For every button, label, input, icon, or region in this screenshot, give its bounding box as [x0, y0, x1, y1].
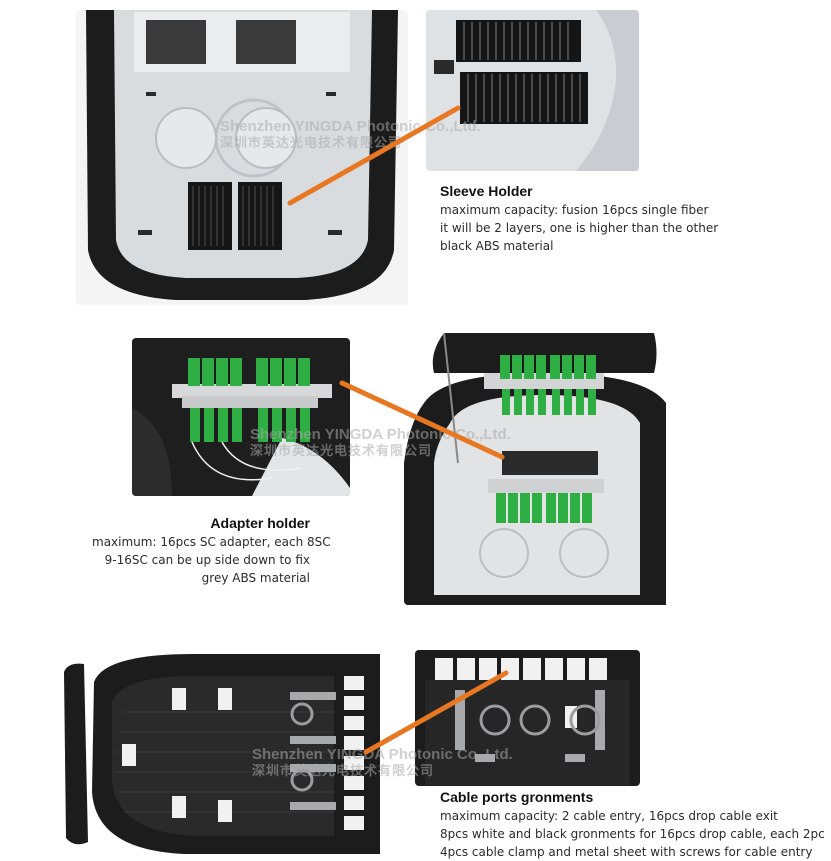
adapter-holder-caption: Adapter holder maximum: 16pcs SC adapter…: [92, 514, 331, 587]
adapter-holder-spec-line: 9-16SC can be up side down to fix: [104, 553, 310, 567]
photo-sleeve-holder-tray: [76, 10, 408, 305]
cable-ports-title: Cable ports gronments: [440, 789, 594, 805]
photo-cable-ports-closeup: [415, 650, 640, 786]
adapter-holder-closeup-illustration: [132, 338, 350, 496]
cable-ports-spec-line: maximum capacity: 2 cable entry, 16pcs d…: [440, 809, 778, 823]
cable-ports-box-illustration: [64, 652, 386, 854]
photo-adapter-holder-box: [404, 333, 685, 605]
adapter-holder-spec-line: maximum: 16pcs SC adapter, each 8SC: [92, 535, 331, 549]
sleeve-holder-spec-line: it will be 2 layers, one is higher than …: [440, 221, 719, 235]
photo-cable-ports-box: [64, 652, 386, 854]
cable-ports-spec-line: 4pcs cable clamp and metal sheet with sc…: [440, 845, 813, 859]
adapter-holder-box-illustration: [404, 333, 685, 605]
photo-adapter-holder-closeup: [132, 338, 350, 496]
adapter-holder-spec-line: grey ABS material: [201, 571, 310, 585]
cable-ports-spec-line: 8pcs white and black gronments for 16pcs…: [440, 827, 825, 841]
adapter-holder-title: Adapter holder: [210, 515, 310, 531]
sleeve-holder-closeup-illustration: [426, 10, 639, 171]
sleeve-holder-caption: Sleeve Holder maximum capacity: fusion 1…: [440, 182, 718, 255]
sleeve-holder-spec-line: black ABS material: [440, 239, 554, 253]
sleeve-holder-spec-line: maximum capacity: fusion 16pcs single fi…: [440, 203, 709, 217]
sleeve-holder-title: Sleeve Holder: [440, 183, 533, 199]
cable-ports-caption: Cable ports gronments maximum capacity: …: [440, 788, 825, 861]
cable-ports-closeup-illustration: [415, 650, 640, 786]
photo-sleeve-holder-closeup: [426, 10, 639, 171]
sleeve-holder-tray-illustration: [76, 10, 408, 305]
